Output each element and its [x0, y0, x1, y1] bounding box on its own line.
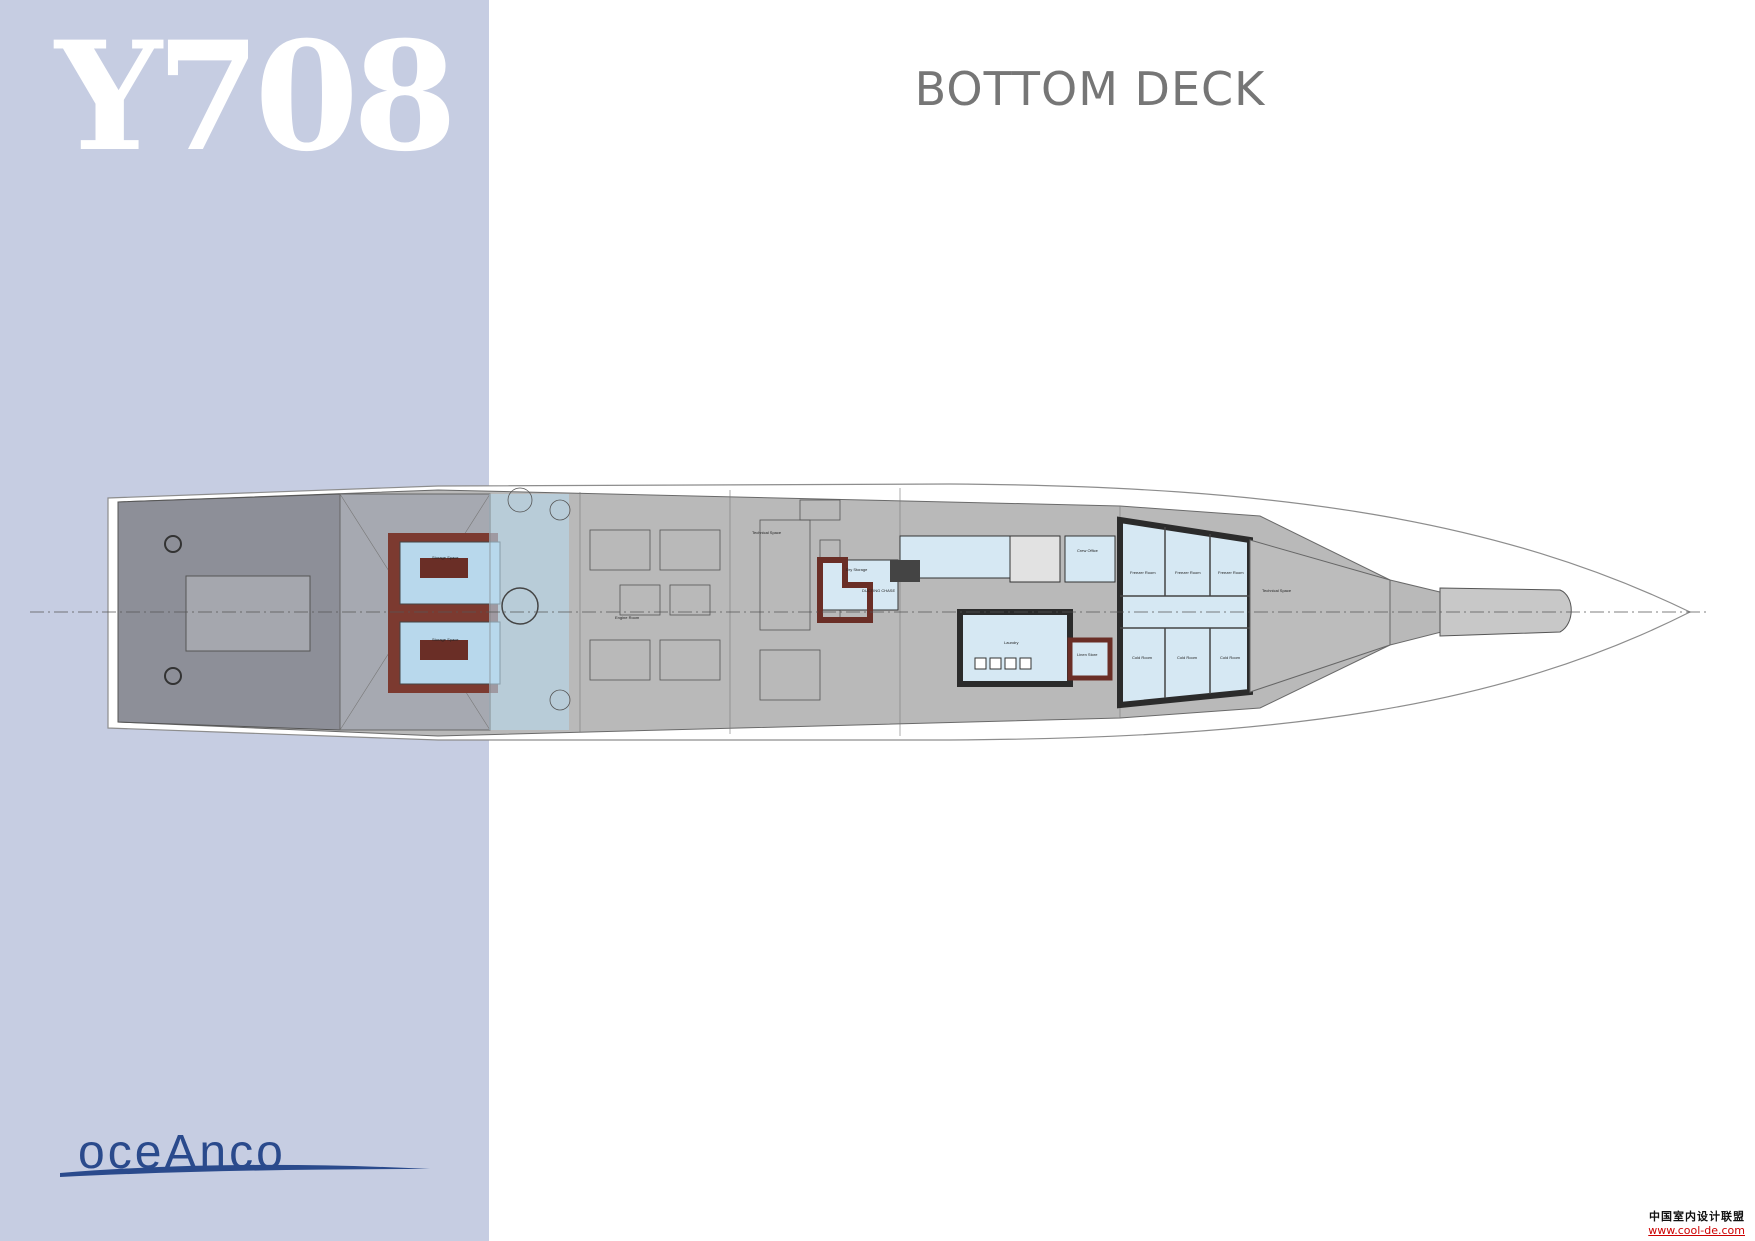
provision-partitions [1120, 527, 1250, 698]
watermark-line1: 中国室内设计联盟 [1649, 1210, 1745, 1223]
engine-room-equipment [507, 487, 841, 711]
linen-store [1067, 637, 1113, 681]
watermark-link[interactable]: www.cool-de.com [1648, 1224, 1745, 1237]
laundry-machines [974, 657, 1032, 670]
page-title: BOTTOM DECK [914, 62, 1266, 116]
bow-technical [1249, 539, 1391, 693]
dry-storage [819, 559, 899, 611]
bollard-port [164, 535, 182, 553]
bollard-starboard [164, 667, 182, 685]
model-name: Y708 [55, 9, 457, 185]
utility-room [1009, 535, 1061, 583]
logo-text: oceAnco [78, 1126, 286, 1179]
stern-hatch [185, 575, 311, 652]
watermark: 中国室内设计联盟 www.cool-de.com [1648, 1208, 1745, 1237]
logo-swoosh-icon [60, 1164, 430, 1177]
crew-office [1064, 535, 1116, 583]
stair-core [890, 560, 920, 582]
laundry [957, 609, 1073, 687]
provision-block [1117, 516, 1253, 709]
oceanco-logo: oceAnco [60, 1125, 430, 1185]
